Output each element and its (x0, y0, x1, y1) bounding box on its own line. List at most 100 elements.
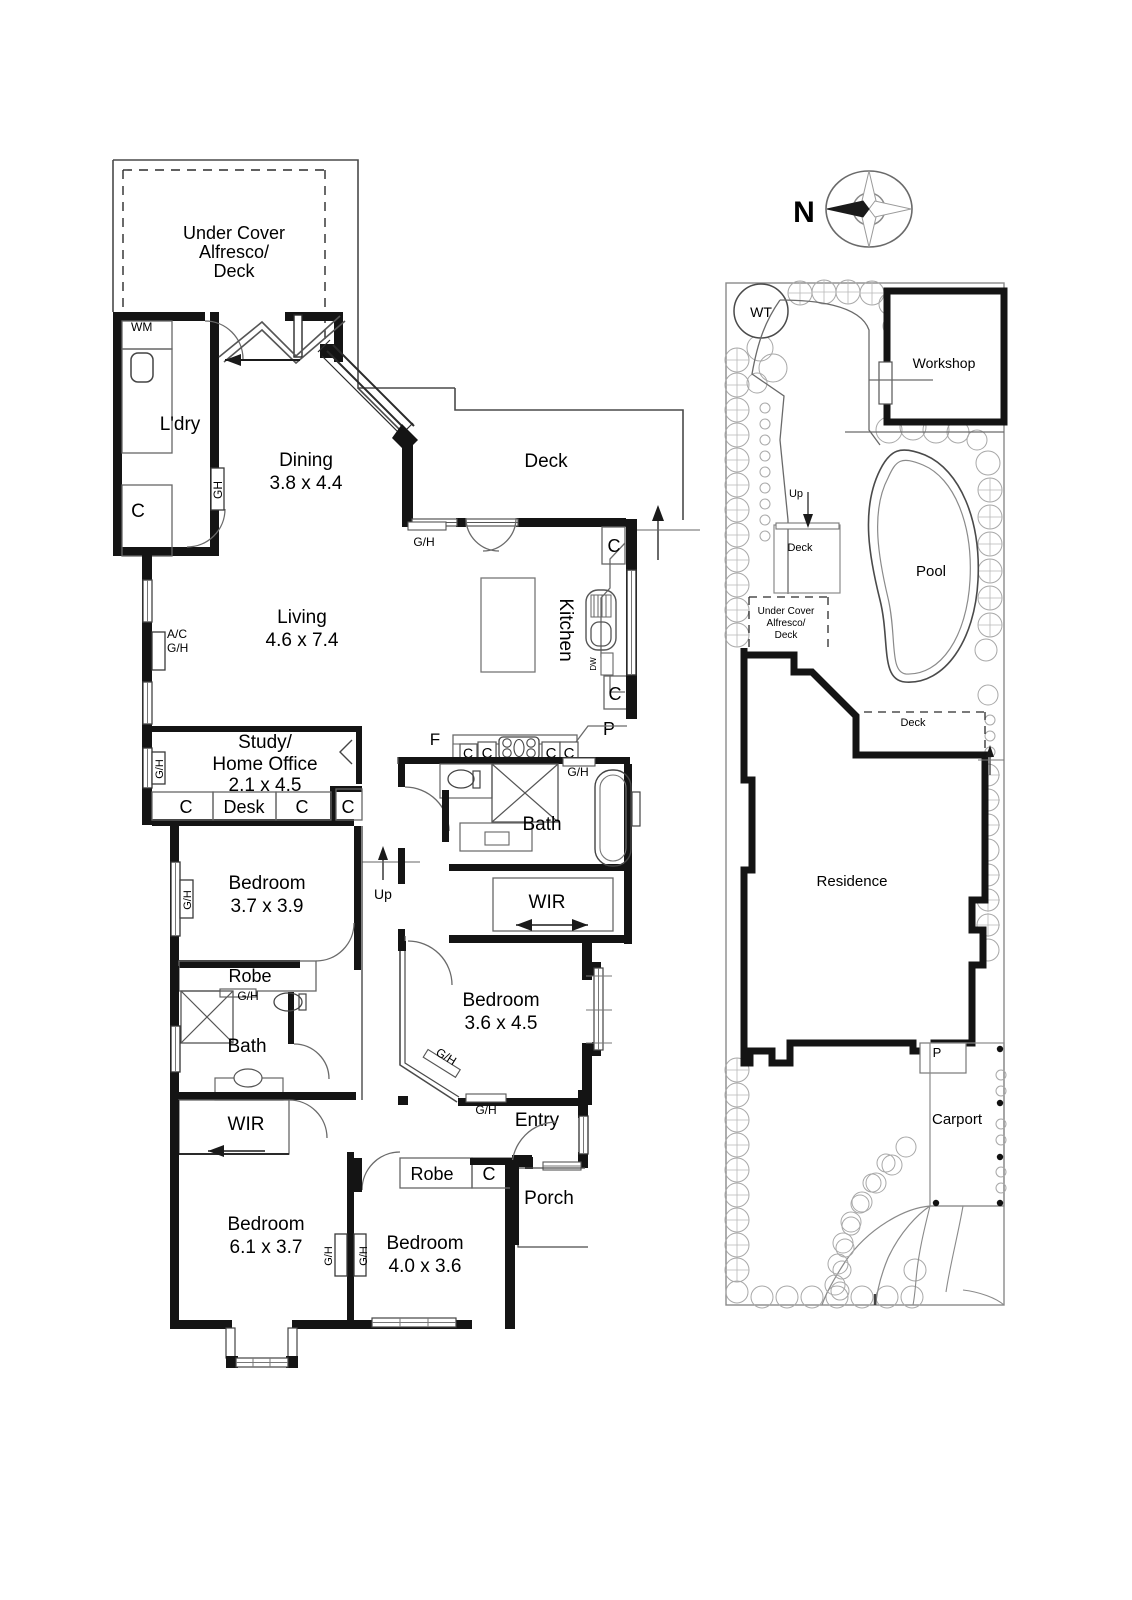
cupboard-label-study-2: C (296, 797, 309, 817)
wir1-box (492, 877, 614, 932)
gh-label-ldry: GH (211, 481, 225, 499)
gh-label-bed3: G/H (323, 1246, 335, 1266)
door-swing-deck-right (482, 517, 517, 552)
room-label-bedroom-master: Bedroom (462, 990, 539, 1011)
bedroom-master-walls (398, 940, 592, 1106)
main-floor-plan: Under Cover Alfresco/ Deck (112, 159, 700, 1368)
bathtub-icon (594, 769, 632, 867)
compass-label: N (793, 196, 815, 229)
fixture-label-desk: Desk (223, 797, 265, 817)
workshop-door (878, 361, 893, 405)
annotation-gh-bed3: G/H (323, 1233, 348, 1277)
bath-main-walls (398, 757, 632, 944)
room-label-entry: Entry (515, 1110, 560, 1131)
up-label: Up (374, 886, 392, 902)
fixture-label-wir-2: WIR (228, 1114, 265, 1135)
gh-label-master-2: G/H (475, 1103, 496, 1117)
room-label-study-l1: Study/ (238, 732, 293, 753)
room-dims-bedroom4: 4.0 x 3.6 (389, 1256, 462, 1277)
cupboard-label-study-3: C (342, 797, 355, 817)
fixture-label-robe-1: Robe (228, 966, 271, 986)
site-label-residence: Residence (817, 873, 888, 890)
site-label-alfresco-l1: Under Cover (758, 606, 815, 617)
bedroom2-window: G/H (170, 861, 194, 937)
room-label-kitchen: Kitchen (555, 598, 576, 661)
door-swing-laundry-bottom (186, 508, 226, 548)
room-label-deck: Deck (524, 451, 568, 472)
bedroom4-door-jamb (354, 1158, 362, 1192)
toilet-icon-bath2 (273, 992, 303, 1012)
corridor-lines (361, 757, 399, 1100)
site-plan: WT Workshop Pool Up D (724, 279, 1008, 1309)
site-label-deck-upper: Deck (787, 542, 813, 554)
site-label-up: Up (789, 488, 803, 500)
annotation-gh-bed4: G/H (353, 1233, 370, 1277)
door-swing-bedroom4 (361, 1151, 401, 1191)
door-swing-laundry-top (204, 320, 244, 360)
annotation-gh-dining: G/H (407, 521, 447, 549)
cupboard-label-study-1: C (180, 797, 193, 817)
gh-label-study: G/H (154, 759, 166, 779)
room-dims-bedroom2: 3.7 x 3.9 (231, 896, 304, 917)
site-deck-upper: Up Deck (773, 488, 841, 594)
room-label-bath-main: Bath (522, 814, 561, 835)
door-swing-wir2 (288, 1099, 328, 1139)
hedge-left (724, 334, 924, 1309)
cupboard-label-bench-2: C (482, 745, 493, 762)
door-swing-entry (511, 1121, 558, 1168)
annotation-ac-gh-living: A/C G/H (151, 627, 188, 671)
deck-step-arrow (637, 505, 700, 560)
site-alfresco: Under Cover Alfresco/ Deck (748, 596, 829, 648)
porch-left-wall (510, 1160, 519, 1245)
annotation-gh-ldry: GH (210, 467, 225, 511)
room-label-ldry: L'dry (160, 414, 201, 435)
north-arrow: N (793, 170, 913, 248)
shower-icon (491, 763, 559, 823)
bath-main-fittings (439, 763, 641, 867)
room-label-alfresco-l1: Under Cover (183, 223, 285, 243)
diagonal-glazing (317, 339, 418, 523)
site-label-wt: WT (750, 304, 772, 320)
door-swing-bedroom-master (407, 940, 453, 986)
bath2-fittings (170, 990, 307, 1101)
room-label-bedroom3: Bedroom (227, 1214, 304, 1235)
cupboard-label-bench-1: C (463, 745, 473, 761)
door-swing-bedroom2 (315, 922, 355, 962)
living-windows (142, 579, 153, 725)
fixture-label-dw: DW (589, 657, 598, 671)
gh-label-bed4: G/H (358, 1246, 370, 1266)
carport: Carport (929, 1042, 1007, 1207)
deck-south-wall (402, 517, 626, 527)
bath-door-jamb (442, 790, 449, 842)
entry-window (542, 1115, 589, 1171)
bedroom-master-jamb (398, 941, 406, 951)
room-label-porch: Porch (524, 1188, 574, 1209)
laundry-trough-icon (130, 352, 154, 383)
fixture-label-wir-1: WIR (529, 892, 566, 913)
study-bench-row (151, 788, 363, 821)
room-label-bedroom2: Bedroom (228, 873, 305, 894)
room-label-dining: Dining (279, 450, 333, 471)
study-access-arrow (339, 739, 353, 765)
site-label-alfresco-l2: Alfresco/ (767, 618, 806, 629)
room-dims-study: 2.1 x 4.5 (229, 775, 302, 796)
wir2-group (170, 1092, 356, 1100)
room-label-bedroom4: Bedroom (386, 1233, 463, 1254)
room-label-living: Living (277, 607, 327, 628)
gh-label-kitchen: G/H (567, 765, 588, 779)
bedroom4-window (371, 1317, 457, 1328)
cupboard-kitchen-top: C (601, 526, 626, 565)
room-label-alfresco-l3: Deck (213, 261, 255, 281)
deck-outline (454, 388, 684, 520)
bedroom3-walls (170, 1100, 354, 1329)
kitchen-bench-right: DW (585, 542, 626, 693)
room-label-bath2: Bath (227, 1036, 266, 1057)
gh-label-living: G/H (167, 641, 188, 655)
lawn-paths (751, 299, 1004, 594)
room-label-alfresco-l2: Alfresco/ (199, 242, 269, 262)
water-tank: WT (733, 283, 789, 339)
site-deck-lower: Deck (864, 711, 1004, 775)
cupboard-label-kitchen-top: C (608, 536, 621, 556)
